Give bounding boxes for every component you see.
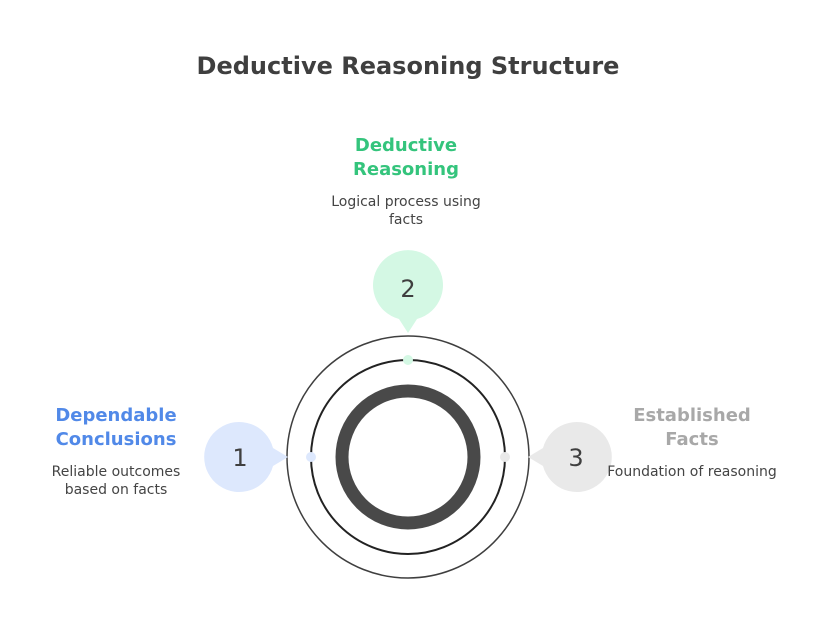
step-bubble-3: 3 [528,422,612,492]
step-number-2: 2 [400,275,415,303]
step-heading-1: Dependable Conclusions [55,405,177,450]
step-number-1: 1 [232,444,247,472]
step-description-3: Foundation of reasoning [607,464,777,480]
marker-dot-1 [306,452,316,462]
marker-dot-2 [403,355,413,365]
diagram-title: Deductive Reasoning Structure [196,52,620,80]
step-description-2: Logical process using facts [331,194,481,228]
step-heading-3: Established Facts [633,405,751,450]
step-bubble-2: 2 [373,250,444,333]
step-number-3: 3 [568,444,583,472]
inner-ring [335,384,481,530]
outer-ring [286,335,530,579]
step-bubble-1: 1 [204,422,288,492]
step-description-1: Reliable outcomes based on facts [51,464,181,498]
marker-dot-3 [500,452,510,462]
step-heading-2: Deductive Reasoning [353,135,459,180]
